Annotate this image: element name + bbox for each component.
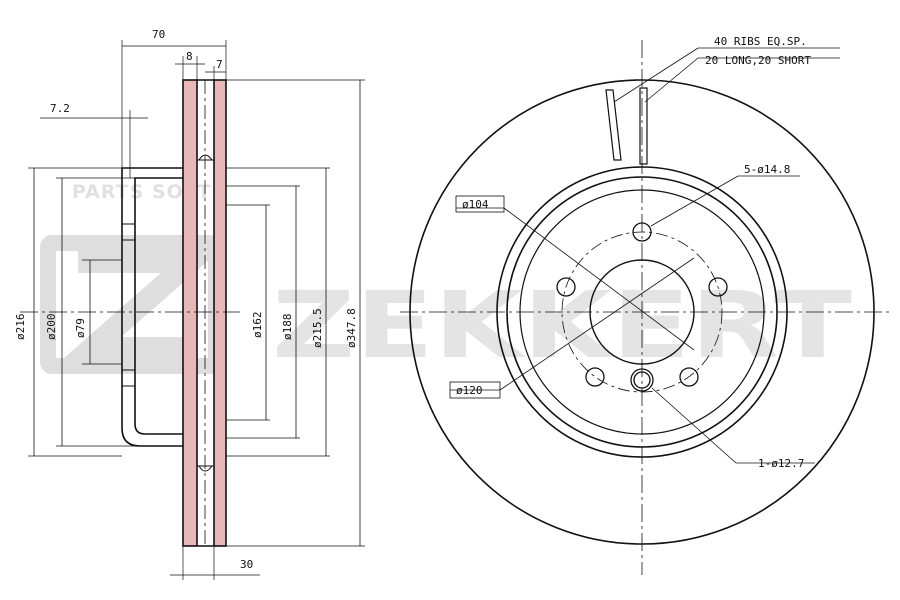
holes-label: 5-ø14.8 xyxy=(744,163,790,176)
watermark-brand: ZEKKERT xyxy=(272,272,852,379)
front-view-labels: 40 RIBS EQ.SP. 20 LONG,20 SHORT 5-ø14.8 … xyxy=(449,35,811,470)
pcd-120-label: ø120 xyxy=(456,384,483,397)
bolt-hole-icon xyxy=(632,222,652,242)
outboard-plate xyxy=(182,79,198,547)
pin-hole-label: 1-ø12.7 xyxy=(758,457,804,470)
dim-phi188: ø188 xyxy=(281,314,294,341)
bolt-hole-icon xyxy=(556,277,576,297)
dim-phi200: ø200 xyxy=(45,314,58,341)
side-view-dimensions: 70 8 7 7.2 30 ø216 ø200 ø79 ø162 ø188 ø2… xyxy=(14,28,358,571)
ribs-label-line1: 40 RIBS EQ.SP. xyxy=(714,35,807,48)
dim-phi215-5: ø215.5 xyxy=(311,308,324,348)
locating-pin-hole-icon xyxy=(633,371,651,389)
hat-profile-inner xyxy=(134,177,197,435)
hat-profile xyxy=(121,167,183,447)
zekkert-watermark: ZEKKERT PARTS SOFT xyxy=(40,181,852,379)
vent-ribs xyxy=(605,87,648,165)
bolt-holes xyxy=(556,222,728,392)
dim-phi79: ø79 xyxy=(74,318,87,338)
side-section-view xyxy=(20,40,365,580)
dim-7-2: 7.2 xyxy=(50,102,70,115)
ribs-label-line2: 20 LONG,20 SHORT xyxy=(705,54,811,67)
watermark-source: PARTS SOFT xyxy=(72,181,212,203)
locating-pin-hole-outer xyxy=(630,368,654,392)
bolt-hole-icon xyxy=(708,277,728,297)
dim-phi162: ø162 xyxy=(251,312,264,339)
dim-7: 7 xyxy=(216,58,223,71)
dim-phi216: ø216 xyxy=(14,314,27,341)
dim-phi347-8: ø347.8 xyxy=(345,308,358,348)
bore-104-label: ø104 xyxy=(462,198,489,211)
dim-30: 30 xyxy=(240,558,253,571)
bolt-hole-icon xyxy=(585,367,605,387)
dim-8: 8 xyxy=(186,50,193,63)
inboard-plate xyxy=(213,79,227,547)
bolt-hole-icon xyxy=(679,367,699,387)
dim-70: 70 xyxy=(152,28,165,41)
front-view xyxy=(400,40,890,575)
